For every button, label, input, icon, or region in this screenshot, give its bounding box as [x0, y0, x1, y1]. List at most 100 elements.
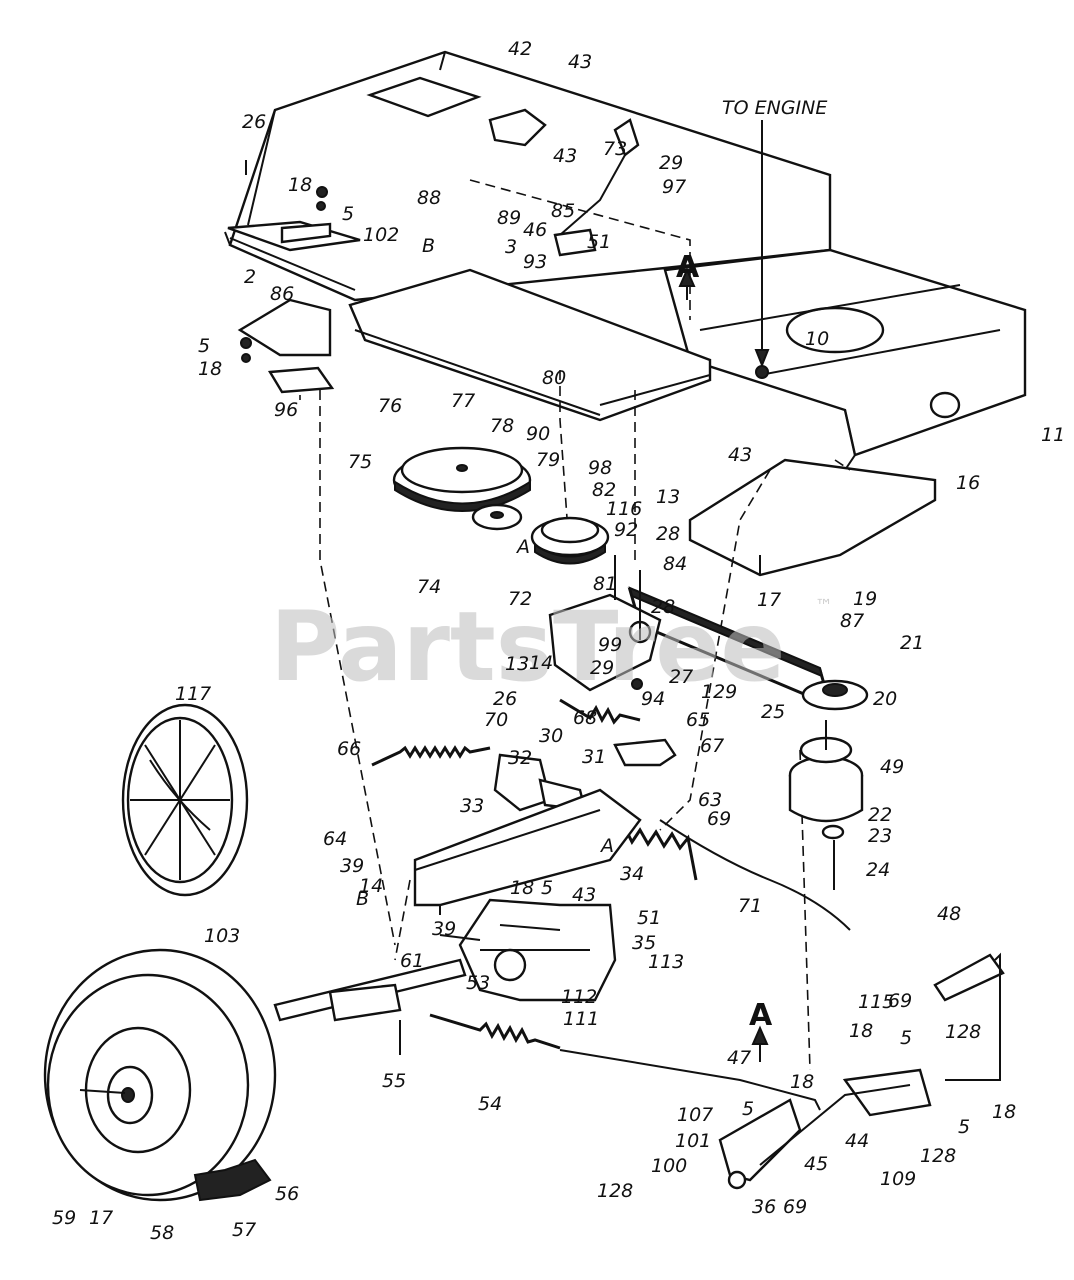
part-label: 90 — [526, 423, 550, 445]
part-label: 48 — [937, 903, 961, 925]
part-label: 29 — [659, 152, 683, 174]
part-label: 99 — [598, 634, 622, 656]
part-label: 17 — [757, 589, 781, 611]
part-label: 39 — [432, 918, 456, 940]
part-label: 80 — [542, 367, 566, 389]
part-label: 84 — [663, 553, 687, 575]
part-label: 89 — [497, 207, 521, 229]
to-engine-arrow — [754, 120, 770, 379]
watermark-trademark: ™ — [815, 596, 833, 617]
part-label: 87 — [840, 610, 864, 632]
top-switch-assembly — [488, 108, 640, 257]
part-label: 18 — [510, 877, 534, 899]
part-label: 115 — [858, 991, 894, 1013]
part-label: 39 — [340, 855, 364, 877]
part-label: 78 — [490, 415, 514, 437]
part-label: 72 — [508, 588, 532, 610]
part-label: 47 — [727, 1047, 751, 1069]
part-label: 23 — [868, 825, 892, 847]
part-label: 18 — [198, 358, 222, 380]
spring-54 — [429, 1013, 561, 1050]
part-label: 32 — [508, 747, 532, 769]
part-label: 93 — [523, 251, 547, 273]
frame-bracket-33 — [413, 788, 642, 915]
part-label: 112 — [561, 986, 597, 1008]
part-label: 96 — [274, 399, 298, 421]
part-label: 82 — [592, 479, 616, 501]
part-label: 29 — [590, 657, 614, 679]
bracket-16 — [688, 458, 937, 577]
arrow-marker-a-bottom — [751, 1025, 769, 1062]
engine-pulley-21 — [801, 679, 869, 711]
part-label: 5 — [742, 1098, 754, 1120]
part-label: 5 — [900, 1027, 912, 1049]
part-label: 14 — [359, 875, 383, 897]
part-label: 36 — [752, 1196, 776, 1218]
part-label: 92 — [614, 519, 638, 541]
part-label: 35 — [632, 932, 656, 954]
part-callouts: 42 43 26 73 43 29 97 88 18 5 89 85 46 51… — [52, 38, 1065, 1244]
wheel-cover-103 — [121, 703, 249, 897]
part-label: 28 — [656, 523, 680, 545]
part-label: 11 — [1041, 424, 1065, 446]
part-label: 45 — [804, 1153, 828, 1175]
part-label: 101 — [675, 1130, 711, 1152]
pulley-74 — [471, 503, 523, 531]
part-label: 30 — [539, 725, 563, 747]
part-label: A — [515, 536, 530, 558]
part-label: 97 — [662, 176, 686, 198]
electric-clutch-49 — [788, 720, 864, 890]
part-label: 10 — [805, 328, 829, 350]
part-label: 68 — [573, 707, 597, 729]
part-label: 14 — [529, 652, 553, 674]
part-label: 129 — [701, 681, 737, 703]
part-label: 2 — [244, 266, 256, 288]
part-label: 13 — [505, 653, 529, 675]
part-label: A — [599, 835, 614, 857]
part-label: 31 — [582, 746, 606, 768]
part-label: 18 — [849, 1020, 873, 1042]
part-label: 5 — [541, 877, 553, 899]
part-label: 77 — [451, 390, 475, 412]
part-label: 64 — [323, 828, 347, 850]
right-frame-housing — [663, 248, 1027, 471]
part-label: 46 — [523, 219, 547, 241]
part-label: 43 — [572, 884, 596, 906]
part-label: 103 — [204, 925, 240, 947]
part-label: 107 — [677, 1104, 713, 1126]
part-label: 94 — [641, 688, 665, 710]
part-label: 33 — [460, 795, 484, 817]
lever-assembly-101 — [718, 1068, 932, 1190]
part-label: 54 — [478, 1093, 502, 1115]
transaxle — [439, 898, 617, 1002]
part-label: 5 — [198, 335, 210, 357]
part-label: 34 — [620, 863, 644, 885]
part-label: 21 — [900, 632, 924, 654]
part-label: 69 — [783, 1196, 807, 1218]
part-label: 18 — [790, 1071, 814, 1093]
part-label: 98 — [588, 457, 612, 479]
part-label: 20 — [873, 688, 897, 710]
part-label: 63 — [698, 789, 722, 811]
part-label: 51 — [587, 231, 611, 253]
part-label: 85 — [551, 200, 575, 222]
part-label: 43 — [568, 51, 592, 73]
part-label: 128 — [945, 1021, 981, 1043]
part-label: 109 — [880, 1168, 916, 1190]
part-label: 3 — [505, 236, 517, 258]
part-label: 81 — [593, 573, 617, 595]
part-label: 116 — [606, 498, 642, 520]
part-label: 79 — [536, 449, 560, 471]
part-label: 51 — [637, 907, 661, 929]
part-label: 58 — [150, 1222, 174, 1244]
part-label: 57 — [232, 1219, 256, 1241]
part-label: 113 — [648, 951, 684, 973]
part-label: 42 — [508, 38, 532, 60]
part-label: 49 — [880, 756, 904, 778]
part-label: 55 — [382, 1070, 406, 1092]
part-label: 18 — [992, 1101, 1016, 1123]
watermark: PartsTree — [270, 591, 785, 703]
part-label: 69 — [707, 808, 731, 830]
bracket-67 — [613, 738, 677, 767]
part-label: 19 — [853, 588, 877, 610]
